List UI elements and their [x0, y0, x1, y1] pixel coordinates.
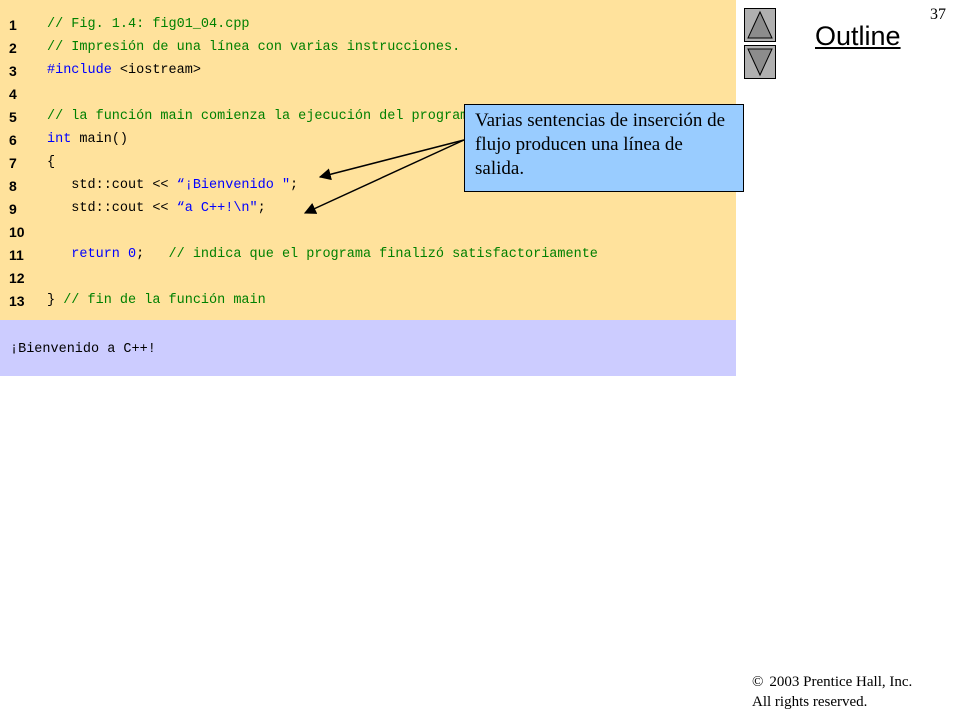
- triangle-up-icon: [747, 10, 773, 39]
- code-token: // fin de la función main: [63, 293, 266, 308]
- code-token: ;: [290, 178, 299, 193]
- program-output-text: ¡Bienvenido a C++!: [10, 342, 156, 357]
- copyright-notice: © 2003 Prentice Hall, Inc. All rights res…: [752, 672, 912, 712]
- code-token: <iostream>: [119, 63, 201, 78]
- code-token: }: [47, 293, 64, 308]
- code-line: 1 // Fig. 1.4: fig01_04.cpp: [0, 17, 736, 40]
- code-line: 3 #include <iostream>: [0, 63, 736, 86]
- code-line: 4: [0, 86, 736, 109]
- code-line: 8 std::cout << “¡Bienvenido ";: [0, 178, 736, 201]
- code-token: main(): [71, 132, 129, 147]
- line-number: 1: [9, 17, 17, 33]
- line-number: 12: [9, 270, 25, 286]
- page-number: 37: [930, 6, 946, 23]
- code-text: } // fin de la función main: [47, 293, 266, 308]
- line-number: 9: [9, 201, 17, 217]
- triangle-down-icon: [747, 48, 773, 77]
- rights-line: All rights reserved.: [752, 694, 868, 710]
- code-line: 11 return 0; // indica que el programa f…: [0, 247, 736, 270]
- code-line: 7{: [0, 155, 736, 178]
- next-slide-button[interactable]: [744, 45, 776, 79]
- previous-slide-button[interactable]: [744, 8, 776, 42]
- code-text: #include <iostream>: [47, 63, 201, 78]
- program-output-panel: [0, 320, 736, 376]
- code-token: std::cout <<: [47, 201, 177, 216]
- line-number: 8: [9, 178, 17, 194]
- outline-link[interactable]: Outline: [815, 21, 901, 51]
- code-text: std::cout << “¡Bienvenido ";: [47, 178, 298, 193]
- copyright-icon: ©: [752, 674, 764, 690]
- code-token: ;: [257, 201, 266, 216]
- code-text: {: [47, 155, 55, 170]
- copyright-year-line: 2003 Prentice Hall, Inc.: [769, 674, 913, 690]
- line-number: 13: [9, 293, 25, 309]
- line-number: 3: [9, 63, 17, 79]
- code-line: 9 std::cout << “a C++!\n";: [0, 201, 736, 224]
- line-number: 6: [9, 132, 17, 148]
- code-line: 2 // Impresión de una línea con varias in…: [0, 40, 736, 63]
- code-token: ;: [136, 247, 169, 262]
- code-token: 0: [128, 247, 137, 262]
- line-number: 5: [9, 109, 17, 125]
- code-text: // la función main comienza la ejecución…: [47, 109, 476, 124]
- code-token: // indica que el programa finalizó satis…: [168, 247, 598, 262]
- code-token: std::cout <<: [47, 178, 177, 193]
- code-token: “a C++!\n": [176, 201, 258, 216]
- code-line: 10: [0, 224, 736, 247]
- code-text: return 0; // indica que el programa fina…: [47, 247, 598, 262]
- code-line: 13} // fin de la función main: [0, 293, 736, 316]
- code-text: int main(): [47, 132, 128, 147]
- code-token: #include: [47, 63, 120, 78]
- code-token: int: [47, 132, 72, 147]
- code-token: “¡Bienvenido ": [176, 178, 291, 193]
- line-number: 4: [9, 86, 17, 102]
- line-number: 7: [9, 155, 17, 171]
- code-line: 5 // la función main comienza la ejecució…: [0, 109, 736, 132]
- code-text: std::cout << “a C++!\n";: [47, 201, 266, 216]
- code-line: 12: [0, 270, 736, 293]
- code-text: // Impresión de una línea con varias ins…: [47, 40, 460, 55]
- code-token: // Impresión de una línea con varias ins…: [47, 40, 461, 55]
- code-line: 6 int main(): [0, 132, 736, 155]
- code-token: // Fig. 1.4: fig01_04.cpp: [47, 17, 250, 32]
- code-token: return: [47, 247, 129, 262]
- code-text: // Fig. 1.4: fig01_04.cpp: [47, 17, 250, 32]
- code-token: {: [47, 155, 56, 170]
- line-number: 2: [9, 40, 17, 56]
- callout-note: Varias sentencias de inserción de flujo …: [464, 104, 744, 192]
- line-number: 11: [9, 247, 24, 263]
- line-number: 10: [9, 224, 25, 240]
- code-token: // la función main comienza la ejecución…: [47, 109, 477, 124]
